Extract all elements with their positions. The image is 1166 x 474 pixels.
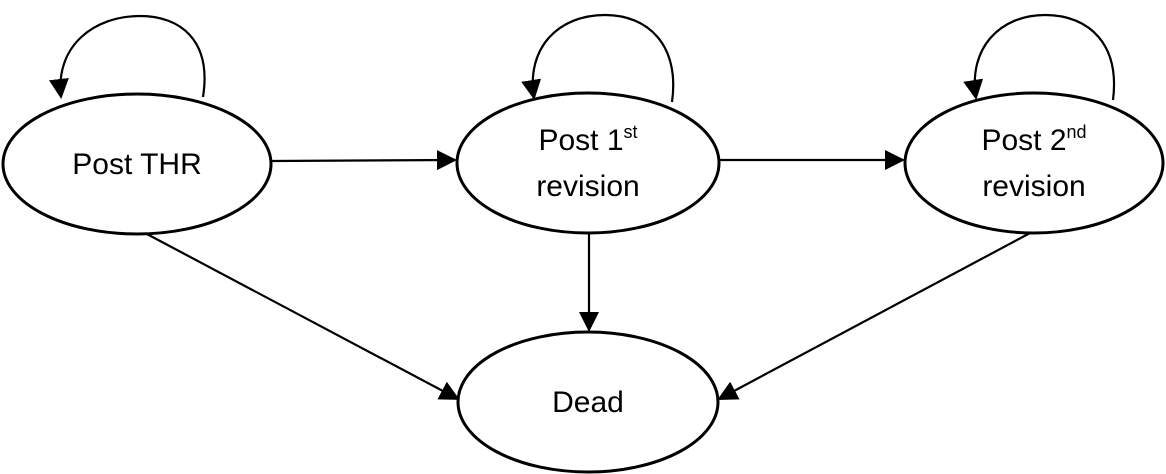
edge-post-2nd-to-dead [717, 231, 1033, 400]
state-post-thr-label: Post THR [72, 148, 201, 181]
edge-post-thr-to-post-1st [271, 150, 457, 171]
state-post-2nd-superscript: nd [1067, 122, 1087, 142]
state-dead-ellipse [456, 330, 720, 474]
state-dead-label: Dead [552, 386, 624, 419]
state-post-2nd-main: Post 2 [981, 124, 1066, 157]
self-loop-post-2nd [963, 13, 1116, 101]
state-post-1st-ellipse [455, 91, 721, 235]
self-loop-post-1st [521, 13, 675, 103]
state-post-1st-superscript: st [624, 122, 638, 142]
edge-post-thr-to-dead [144, 232, 460, 400]
state-post-1st-label-line1: Post 1st [538, 122, 637, 157]
state-post-thr: Post THR [1, 92, 273, 236]
state-post-2nd-label-line2: revision [982, 170, 1085, 203]
state-dead: Dead [456, 330, 720, 474]
state-post-2nd-revision: Post 2nd revision [903, 91, 1165, 235]
state-post-thr-ellipse [1, 92, 273, 236]
state-post-2nd-ellipse [903, 91, 1165, 235]
state-post-2nd-label-line1: Post 2nd [981, 122, 1086, 157]
state-post-1st-main: Post 1 [538, 124, 623, 157]
state-post-1st-revision: Post 1st revision [455, 91, 721, 235]
self-loop-post-thr [49, 14, 206, 99]
state-post-1st-label-line2: revision [536, 170, 639, 203]
